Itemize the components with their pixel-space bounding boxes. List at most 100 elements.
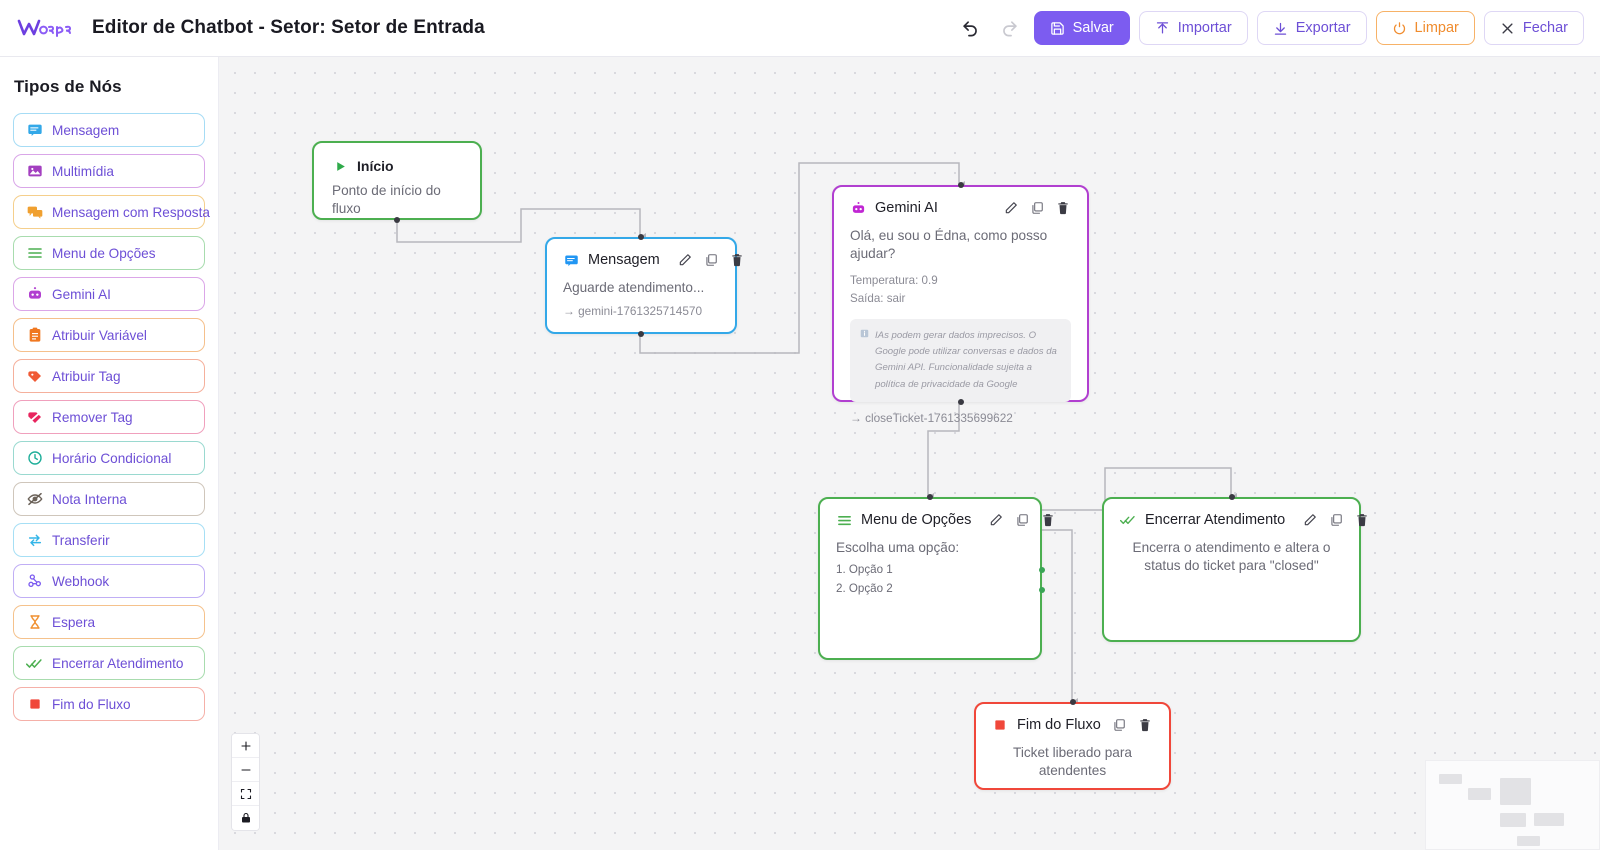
trash-icon[interactable]	[729, 252, 745, 268]
zoom-in-button[interactable]	[232, 734, 259, 758]
edit-icon[interactable]	[988, 512, 1004, 528]
sidebar-item-label: Fim do Fluxo	[52, 696, 131, 712]
menu-option: 1. Opção 1	[836, 563, 893, 577]
flow-node-fim-do-fluxo[interactable]: Fim do Fluxo Ticket liberado para atende…	[974, 699, 1171, 790]
robot-icon	[26, 286, 43, 303]
copy-icon[interactable]	[1328, 512, 1344, 528]
copy-icon[interactable]	[1029, 200, 1045, 216]
close-label: Fechar	[1522, 20, 1568, 36]
sidebar-item-label: Atribuir Tag	[52, 368, 121, 384]
sidebar-item-label: Mensagem	[52, 122, 120, 138]
node-handle-target[interactable]	[1228, 494, 1235, 500]
sidebar-item-espera[interactable]: Espera	[13, 605, 205, 639]
node-title: Mensagem	[588, 252, 660, 268]
node-body: Ponto de início do fluxo	[332, 183, 441, 217]
lock-button[interactable]	[232, 806, 259, 830]
redo-icon	[1003, 20, 1017, 36]
sidebar-item-encerrar-atendimento[interactable]: Encerrar Atendimento	[13, 646, 205, 680]
node-handle-source[interactable]	[957, 399, 964, 405]
flow-node-menu-de-opcoes[interactable]: Menu de Opções Escolha uma opção: 1. Opç…	[818, 494, 1054, 660]
save-button[interactable]: Salvar	[1033, 11, 1130, 45]
node-handle-option-1[interactable]	[1039, 567, 1045, 573]
sidebar-item-mensagem-com-resposta[interactable]: Mensagem com Resposta	[13, 195, 210, 229]
brand: Editor de Chatbot - Setor: Setor de Entr…	[16, 15, 485, 41]
ai-disclaimer: IAs podem gerar dados imprecisos. O Goog…	[850, 318, 1071, 402]
node-handle-source[interactable]	[394, 217, 400, 223]
message-icon	[26, 122, 43, 139]
sidebar-item-label: Gemini AI	[52, 286, 111, 302]
edit-icon[interactable]	[1003, 200, 1019, 216]
sidebar-item-label: Atribuir Variável	[52, 327, 147, 343]
sidebar-item-menu-de-opcoes[interactable]: Menu de Opções	[13, 236, 205, 270]
node-handle-target[interactable]	[927, 494, 933, 500]
redo-button[interactable]	[995, 13, 1025, 43]
minimap-node	[1534, 813, 1564, 826]
edit-icon[interactable]	[677, 252, 693, 268]
node-body: Encerra o atendimento e altera o status …	[1132, 540, 1331, 574]
import-button[interactable]: Importar	[1138, 11, 1248, 45]
stop-square-icon	[26, 696, 43, 713]
minus-icon	[240, 768, 251, 771]
close-button[interactable]: Fechar	[1483, 11, 1584, 45]
node-body: Olá, eu sou o Édna, como posso ajudar?	[850, 228, 1048, 262]
list-icon	[26, 245, 43, 262]
lock-icon	[241, 812, 250, 823]
flow-node-mensagem[interactable]: Mensagem Aguarde atendimento... → gemini…	[545, 234, 742, 337]
menu-option: 2. Opção 2	[836, 582, 893, 596]
tag-icon	[26, 368, 43, 385]
sidebar-item-atribuir-tag[interactable]: Atribuir Tag	[13, 359, 205, 393]
node-handle-source[interactable]	[638, 331, 644, 337]
sidebar-item-transferir[interactable]: Transferir	[13, 523, 205, 557]
copy-icon[interactable]	[1014, 512, 1030, 528]
zoom-out-button[interactable]	[232, 758, 259, 782]
undo-button[interactable]	[956, 13, 986, 43]
trash-icon[interactable]	[1055, 200, 1071, 216]
sidebar-item-fim-do-fluxo[interactable]: Fim do Fluxo	[13, 687, 205, 721]
copy-icon[interactable]	[703, 252, 719, 268]
clear-label: Limpar	[1414, 20, 1459, 36]
zoom-controls	[232, 734, 259, 830]
clear-button[interactable]: Limpar	[1375, 11, 1475, 45]
node-handle-option-2[interactable]	[1039, 587, 1045, 593]
node-actions	[1111, 717, 1153, 733]
trash-icon[interactable]	[1040, 512, 1056, 528]
export-button[interactable]: Exportar	[1256, 11, 1367, 45]
sidebar-item-nota-interna[interactable]: Nota Interna	[13, 482, 205, 516]
copy-icon[interactable]	[1111, 717, 1127, 733]
flow-node-inicio[interactable]: Início Ponto de início do fluxo	[312, 141, 482, 223]
node-title: Fim do Fluxo	[1017, 717, 1101, 733]
flow-canvas[interactable]: Início Ponto de início do fluxo Mensagem	[219, 57, 1600, 850]
minimap[interactable]	[1425, 760, 1600, 850]
node-ref: → closeTicket-1761335699622	[850, 410, 1013, 425]
image-icon	[26, 163, 43, 180]
sidebar-item-gemini-ai[interactable]: Gemini AI	[13, 277, 205, 311]
node-handle-target[interactable]	[1069, 699, 1076, 705]
trash-icon[interactable]	[1354, 512, 1370, 528]
message-icon	[563, 252, 579, 268]
node-output: Saída: sair	[850, 291, 906, 305]
edit-icon[interactable]	[1302, 512, 1318, 528]
save-label: Salvar	[1072, 20, 1114, 36]
node-handle-target[interactable]	[957, 182, 964, 188]
import-label: Importar	[1177, 20, 1232, 36]
node-title: Gemini AI	[875, 200, 938, 216]
play-icon	[332, 158, 348, 174]
sidebar-item-remover-tag[interactable]: Remover Tag	[13, 400, 205, 434]
wasap-logo-icon	[16, 15, 78, 41]
flow-node-encerrar-atendimento[interactable]: Encerrar Atendimento Encerra o atendimen…	[1102, 494, 1367, 642]
sidebar-item-atribuir-variavel[interactable]: Atribuir Variável	[13, 318, 205, 352]
flow-node-gemini[interactable]: Gemini AI Olá, eu sou o Édna, como posso…	[832, 182, 1089, 425]
sidebar-item-label: Menu de Opções	[52, 245, 156, 261]
node-handle-target[interactable]	[638, 234, 644, 240]
trash-icon[interactable]	[1137, 717, 1153, 733]
sidebar-item-label: Horário Condicional	[52, 450, 172, 466]
sidebar-item-horario-condicional[interactable]: Horário Condicional	[13, 441, 205, 475]
sidebar-item-webhook[interactable]: Webhook	[13, 564, 205, 598]
ai-disclaimer-text: IAs podem gerar dados imprecisos. O Goog…	[875, 329, 1057, 390]
sidebar-item-label: Espera	[52, 614, 96, 630]
minimap-node	[1500, 813, 1526, 827]
sidebar-item-mensagem[interactable]: Mensagem	[13, 113, 205, 147]
sidebar-item-multimidia[interactable]: Multimídia	[13, 154, 205, 188]
fit-view-button[interactable]	[232, 782, 259, 806]
stop-square-icon	[992, 717, 1008, 733]
